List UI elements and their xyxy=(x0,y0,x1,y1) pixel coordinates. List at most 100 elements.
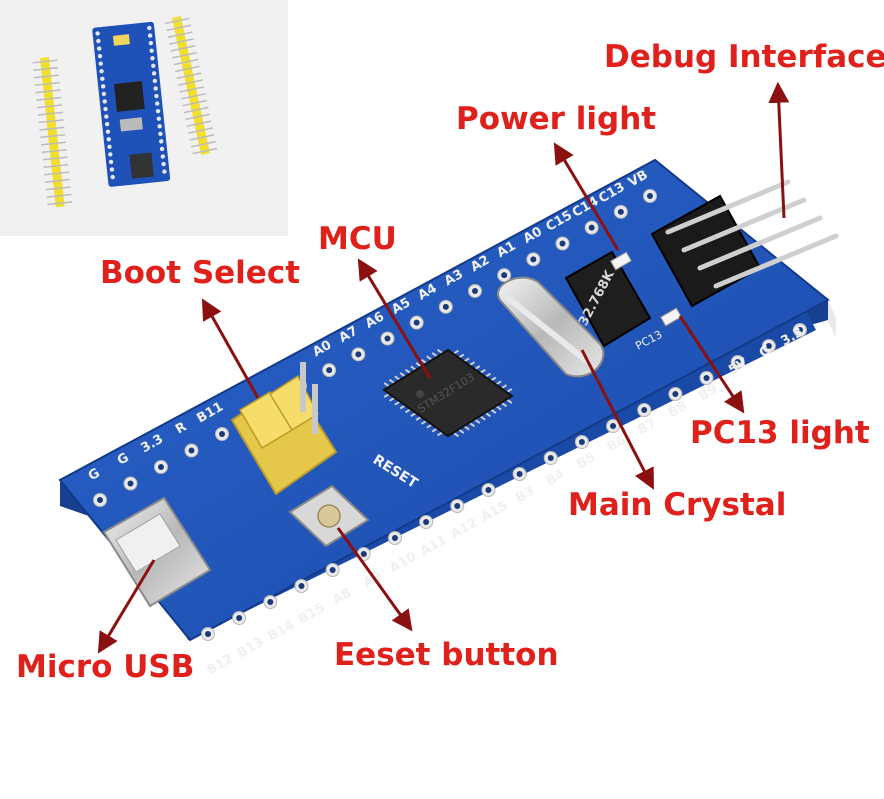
inset-board-hole xyxy=(100,84,106,89)
inset-board-hole xyxy=(152,78,158,84)
silk-pin-label-bottom: B4 xyxy=(544,467,568,489)
silk-pin-label-bottom: B12 xyxy=(204,651,236,678)
inset-header-pin xyxy=(41,141,67,146)
pin-row-top xyxy=(93,189,657,507)
inset-board-hole xyxy=(105,129,111,134)
inset-header-pin xyxy=(42,156,68,161)
inset-board-hole xyxy=(159,146,165,152)
header-hole-top-drill xyxy=(442,303,449,310)
label-micro-usb: Micro USB xyxy=(16,649,195,685)
inset-board-hole xyxy=(107,144,112,150)
inset-header-pin xyxy=(38,119,64,124)
inset-board-hole xyxy=(147,25,152,31)
label-power-light: Power light xyxy=(456,101,657,137)
debug-pin xyxy=(697,215,823,271)
inset-header-pin xyxy=(180,92,206,100)
inset-board-hole xyxy=(106,137,111,142)
silk-pin-label-bottom: B14 xyxy=(265,617,297,644)
arrow-debug-interface xyxy=(768,81,790,219)
inset-header-pin xyxy=(35,89,61,94)
header-hole-bottom-drill xyxy=(360,551,367,557)
header-hole-bottom-drill xyxy=(610,423,617,429)
inset-header-pin xyxy=(41,148,67,154)
inset-board-hole xyxy=(104,114,109,119)
header-hole-bottom-drill xyxy=(734,359,741,365)
inset-board-hole xyxy=(98,61,103,66)
header-hole-bottom-drill xyxy=(578,439,585,445)
inset-header-pin xyxy=(185,113,210,121)
inset-board-hole xyxy=(102,99,107,104)
header-hole-top-drill xyxy=(647,193,653,199)
pin-row-bottom xyxy=(201,323,807,641)
inset-header-pin xyxy=(37,104,63,109)
inset-board-hole xyxy=(97,53,103,59)
header-hole-bottom-drill xyxy=(641,407,648,413)
inset-board-hole xyxy=(151,71,157,76)
header-hole-left-drill xyxy=(158,464,164,470)
inset-board-hole xyxy=(161,161,166,167)
inset-photo xyxy=(32,16,218,208)
arrow-power-light xyxy=(553,142,620,251)
header-hole-bottom-drill xyxy=(205,631,211,637)
inset-header-pin xyxy=(169,38,194,45)
label-mcu: MCU xyxy=(318,221,397,257)
inset-header-pin xyxy=(188,127,213,134)
inset-board-hole xyxy=(155,101,160,106)
inset-board-hole xyxy=(96,38,101,44)
header-hole-top-drill xyxy=(472,288,478,294)
inset-header-pin xyxy=(164,17,190,25)
inset-board-hole xyxy=(110,174,115,180)
silk-pin-label-bottom: A12 xyxy=(448,515,480,542)
header-hole-bottom-drill xyxy=(423,519,430,525)
inset-board-hole xyxy=(101,91,107,97)
inset-board-hole xyxy=(160,154,166,159)
header-hole-bottom-drill xyxy=(329,567,336,573)
silk-pin-label-bottom: B5 xyxy=(574,450,598,472)
inset-board-hole xyxy=(153,86,158,91)
inset-board-hole xyxy=(109,167,115,172)
inset-board-hole xyxy=(99,69,104,74)
header-hole-top-drill xyxy=(530,256,537,263)
inset-header-pin xyxy=(183,106,209,114)
inset-header-pin xyxy=(166,24,192,32)
label-debug-interface: Debug Interface xyxy=(604,39,884,75)
inset-board xyxy=(92,21,171,187)
header-hole-bottom-drill xyxy=(765,343,772,349)
annotation-arrows xyxy=(97,81,790,654)
inset-header-pin xyxy=(182,99,208,107)
debug-pin xyxy=(713,233,839,289)
inset-board-hole xyxy=(148,40,154,46)
silk-pin-label-bottom: B3 xyxy=(513,484,537,506)
inset-board-hole xyxy=(108,152,113,157)
inset-board-hole xyxy=(154,93,159,99)
arrow-main-crystal xyxy=(580,349,654,490)
inset-board-hole xyxy=(147,33,153,38)
inset-header-pin xyxy=(45,186,71,191)
silk-pin-label-bottom: B15 xyxy=(296,600,328,627)
inset-board-hole xyxy=(157,124,162,129)
header-hole-top-drill xyxy=(384,335,391,342)
arrow-mcu xyxy=(357,258,432,379)
header-hole-top-drill xyxy=(326,367,333,374)
header-hole-left-drill xyxy=(188,447,195,454)
rtc-crystal: 32.768K xyxy=(564,250,652,348)
mcu-chip: STM32F103 xyxy=(382,348,514,438)
inset-header-pin xyxy=(175,65,200,73)
inset-header-pin xyxy=(43,163,69,168)
boot-jumpers xyxy=(230,362,338,496)
header-hole-bottom-drill xyxy=(797,327,803,333)
arrow-micro-usb xyxy=(97,559,156,654)
inset-header-pin xyxy=(33,66,59,72)
inset-header-pin xyxy=(172,51,197,59)
inset-header-pin xyxy=(32,59,58,64)
inset-header-pin xyxy=(170,45,196,52)
inset-board-hole xyxy=(159,139,164,144)
inset-header-pin xyxy=(176,72,202,80)
header-hole-top-drill xyxy=(413,319,420,326)
header-hole-left-drill xyxy=(127,480,134,487)
power-led xyxy=(610,251,632,271)
header-hole-bottom-drill xyxy=(298,583,305,589)
header-hole-top-drill xyxy=(588,224,595,231)
inset-header-pin xyxy=(39,126,65,131)
